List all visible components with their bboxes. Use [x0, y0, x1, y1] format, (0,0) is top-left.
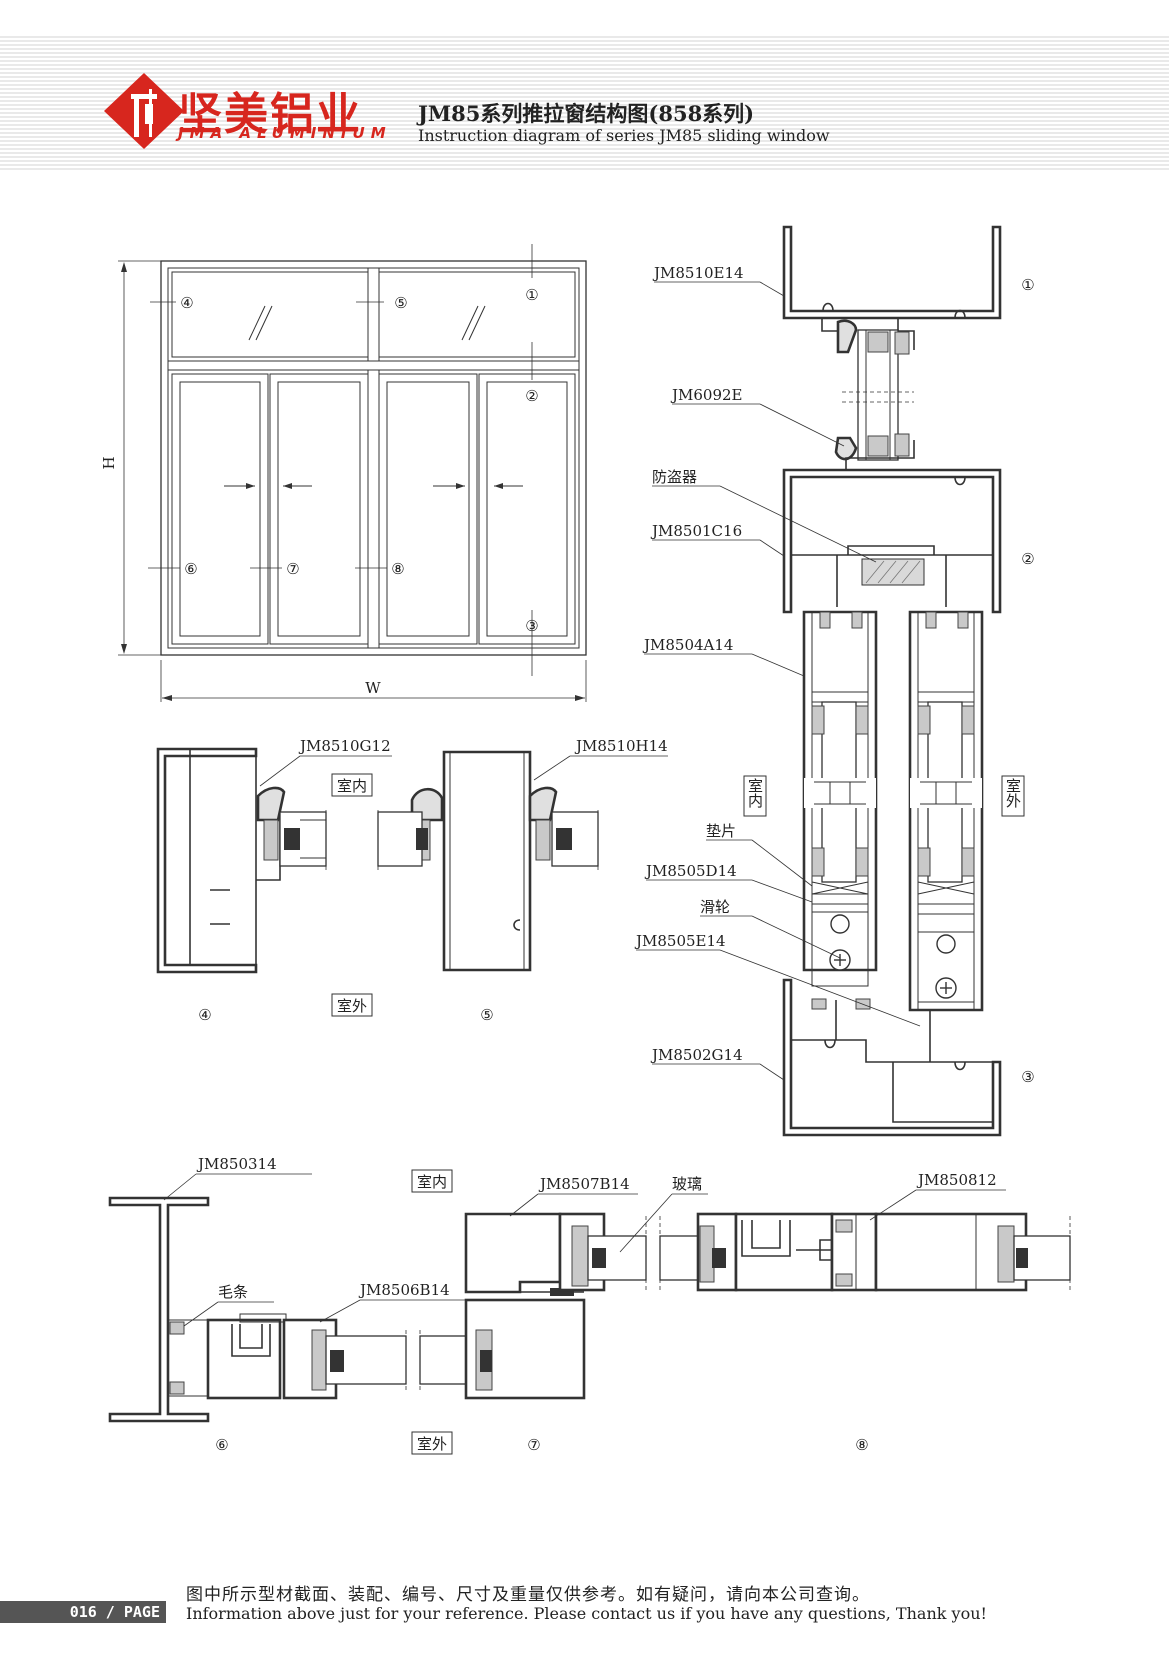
marker-section-4: ④ — [198, 1006, 211, 1024]
glass-label: 玻璃 — [672, 1175, 702, 1193]
marker-section-8: ⑧ — [855, 1436, 868, 1454]
outdoor-label-2: 室外 — [337, 997, 367, 1015]
brand-name-cn: 坚美铝业 — [178, 89, 362, 140]
section-4-5-labels: JM8510G12 JM8510H14 室内 室外 ④ ⑤ — [198, 737, 667, 1024]
part-label-jm8501c16: JM8501C16 — [650, 522, 742, 540]
page-number: 016 / PAGE — [0, 1601, 166, 1623]
window-elevation — [118, 244, 587, 702]
brand-name-en: JMA ALUMINIUM — [178, 124, 392, 142]
outdoor-label-3: 室外 — [417, 1435, 447, 1453]
marker-2: ② — [525, 387, 538, 405]
outdoor-label-vertical-1: 室外 — [1004, 778, 1022, 808]
marker-4: ④ — [180, 294, 193, 312]
anti-theft-label: 防盗器 — [652, 468, 697, 486]
vertical-section-labels: JM8510E14 JM6092E 防盗器 JM8501C16 JM8504A1… — [634, 264, 1035, 1086]
marker-section-6: ⑥ — [215, 1436, 228, 1454]
marker-1: ① — [525, 286, 538, 304]
marker-3: ③ — [525, 617, 538, 635]
spacer-label: 垫片 — [706, 822, 736, 840]
marker-section-1: ① — [1021, 276, 1034, 294]
vertical-section-leaders — [636, 281, 921, 1081]
marker-8: ⑧ — [391, 560, 404, 578]
vertical-section — [782, 225, 1002, 1137]
brush-label: 毛条 — [218, 1283, 248, 1301]
page-title-cn: JM85系列推拉窗结构图(858系列) — [418, 101, 755, 126]
part-label-jm8510g12: JM8510G12 — [298, 737, 391, 755]
part-label-jm8504a14: JM8504A14 — [642, 636, 733, 654]
page-title-en: Instruction diagram of series JM85 slidi… — [418, 126, 830, 145]
section-4-5 — [156, 747, 668, 974]
footer-note-cn: 图中所示型材截面、装配、编号、尺寸及重量仅供参考。如有疑问，请向本公司查询。 — [186, 1585, 870, 1605]
section-6-7-8-labels: JM850314 毛条 JM8506B14 JM8507B14 玻璃 JM850… — [196, 1155, 997, 1455]
pulley-label: 滑轮 — [700, 898, 730, 916]
part-label-jm8505e14: JM8505E14 — [634, 932, 726, 950]
footer-note-en: Information above just for your referenc… — [186, 1604, 987, 1623]
marker-section-7: ⑦ — [527, 1436, 540, 1454]
marker-5: ⑤ — [394, 294, 407, 312]
part-label-jm8506b14: JM8506B14 — [358, 1281, 450, 1299]
header-band — [0, 36, 1169, 170]
part-label-jm8505d14: JM8505D14 — [644, 862, 737, 880]
part-label-jm8510e14: JM8510E14 — [652, 264, 744, 282]
marker-7: ⑦ — [286, 560, 299, 578]
part-label-jm6092e: JM6092E — [670, 386, 743, 404]
part-label-jm850812: JM850812 — [916, 1171, 997, 1189]
part-label-jm8502g14: JM8502G14 — [650, 1046, 743, 1064]
height-label: H — [100, 456, 118, 469]
brand-logo — [104, 73, 184, 149]
part-label-jm8510h14: JM8510H14 — [574, 737, 668, 755]
marker-section-2: ② — [1021, 550, 1034, 568]
marker-section-5: ⑤ — [480, 1006, 493, 1024]
section-6-7-8 — [108, 1173, 1071, 1423]
marker-6: ⑥ — [184, 560, 197, 578]
marker-section-3: ③ — [1021, 1068, 1034, 1086]
indoor-label-2: 室内 — [337, 777, 367, 795]
part-label-jm850314: JM850314 — [196, 1155, 277, 1173]
elevation-labels: H W ① ② ③ ④ ⑤ ⑥ ⑦ ⑧ — [100, 286, 539, 697]
indoor-label-vertical-1: 室内 — [746, 778, 764, 809]
indoor-label-3: 室内 — [417, 1173, 447, 1191]
width-label: W — [365, 679, 381, 697]
part-label-jm8507b14: JM8507B14 — [538, 1175, 630, 1193]
